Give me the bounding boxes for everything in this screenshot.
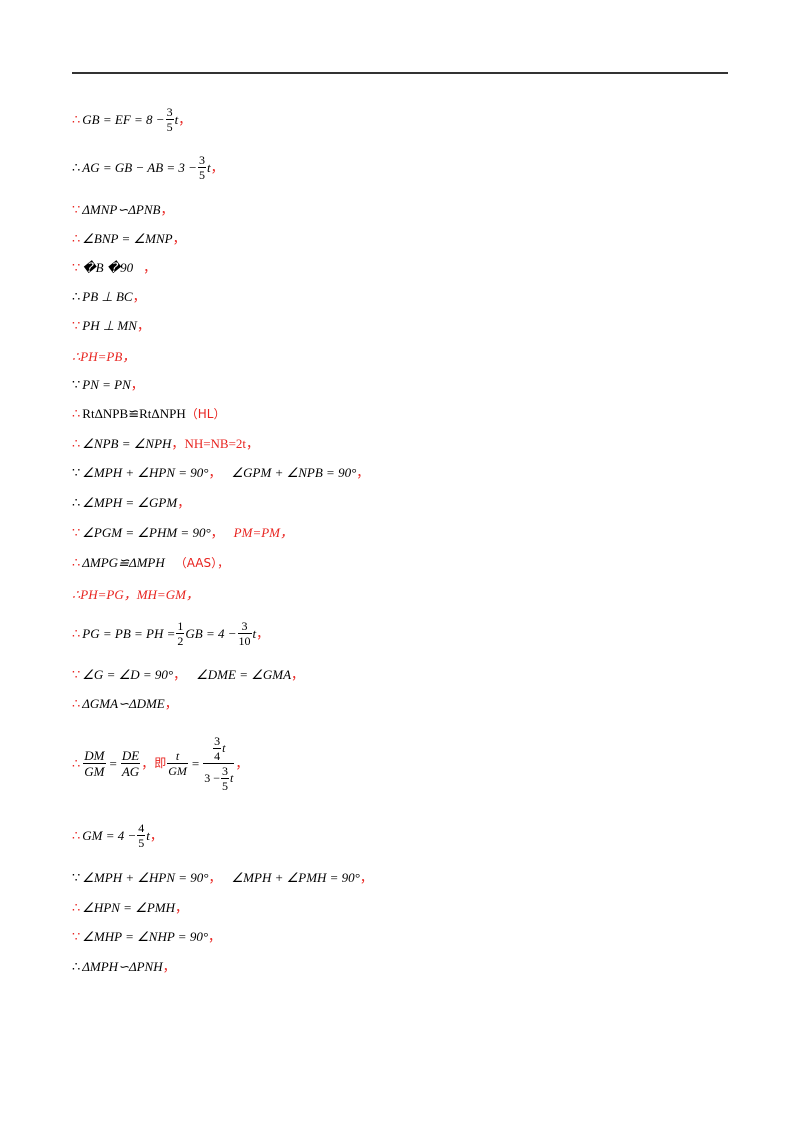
line-5: ∵�B �90， — [72, 260, 157, 275]
line-8: ∴PH=PB， — [72, 349, 136, 364]
line-11: ∴∠NPB = ∠NPH，NH=NB=2t， — [72, 436, 260, 451]
line-9: ∵PN = PN， — [72, 377, 144, 392]
line-6: ∴PB ⊥ BC， — [72, 289, 146, 304]
line-16: ∴PH=PG，MH=GM， — [72, 587, 199, 602]
line-19: ∴ΔGMA∽ΔDME， — [72, 696, 178, 711]
math-text: AG = GB − AB = 3 − — [82, 160, 197, 175]
header-rule — [72, 72, 728, 74]
line-3: ∵ΔMNP∽ΔPNB， — [72, 202, 174, 217]
line-14: ∵∠PGM = ∠PHM = 90°，PM=PM， — [72, 525, 293, 540]
line-7: ∵PH ⊥ MN， — [72, 318, 150, 333]
line-23: ∴∠HPN = ∠PMH， — [72, 900, 189, 915]
math-text: GB = EF = 8 − — [82, 112, 165, 127]
line-4: ∴∠BNP = ∠MNP， — [72, 231, 186, 246]
therefore-symbol: ∴ — [72, 112, 81, 127]
line-12: ∵∠MPH + ∠HPN = 90°，∠GPM + ∠NPB = 90°， — [72, 465, 370, 480]
line-25: ∴ΔMPH∽ΔPNH， — [72, 959, 176, 974]
line-15: ∴ΔMPG≌ΔMPH（AAS）， — [72, 555, 230, 570]
line-24: ∵∠MHP = ∠NHP = 90°， — [72, 929, 222, 944]
line-18: ∵∠G = ∠D = 90°，∠DME = ∠GMA， — [72, 667, 305, 682]
line-22: ∵∠MPH + ∠HPN = 90°，∠MPH + ∠PMH = 90°， — [72, 870, 373, 885]
line-10: ∴RtΔNPB≌RtΔNPH（HL） — [72, 406, 226, 421]
line-13: ∴∠MPH = ∠GPM， — [72, 495, 191, 510]
therefore-symbol: ∴ — [72, 160, 81, 175]
